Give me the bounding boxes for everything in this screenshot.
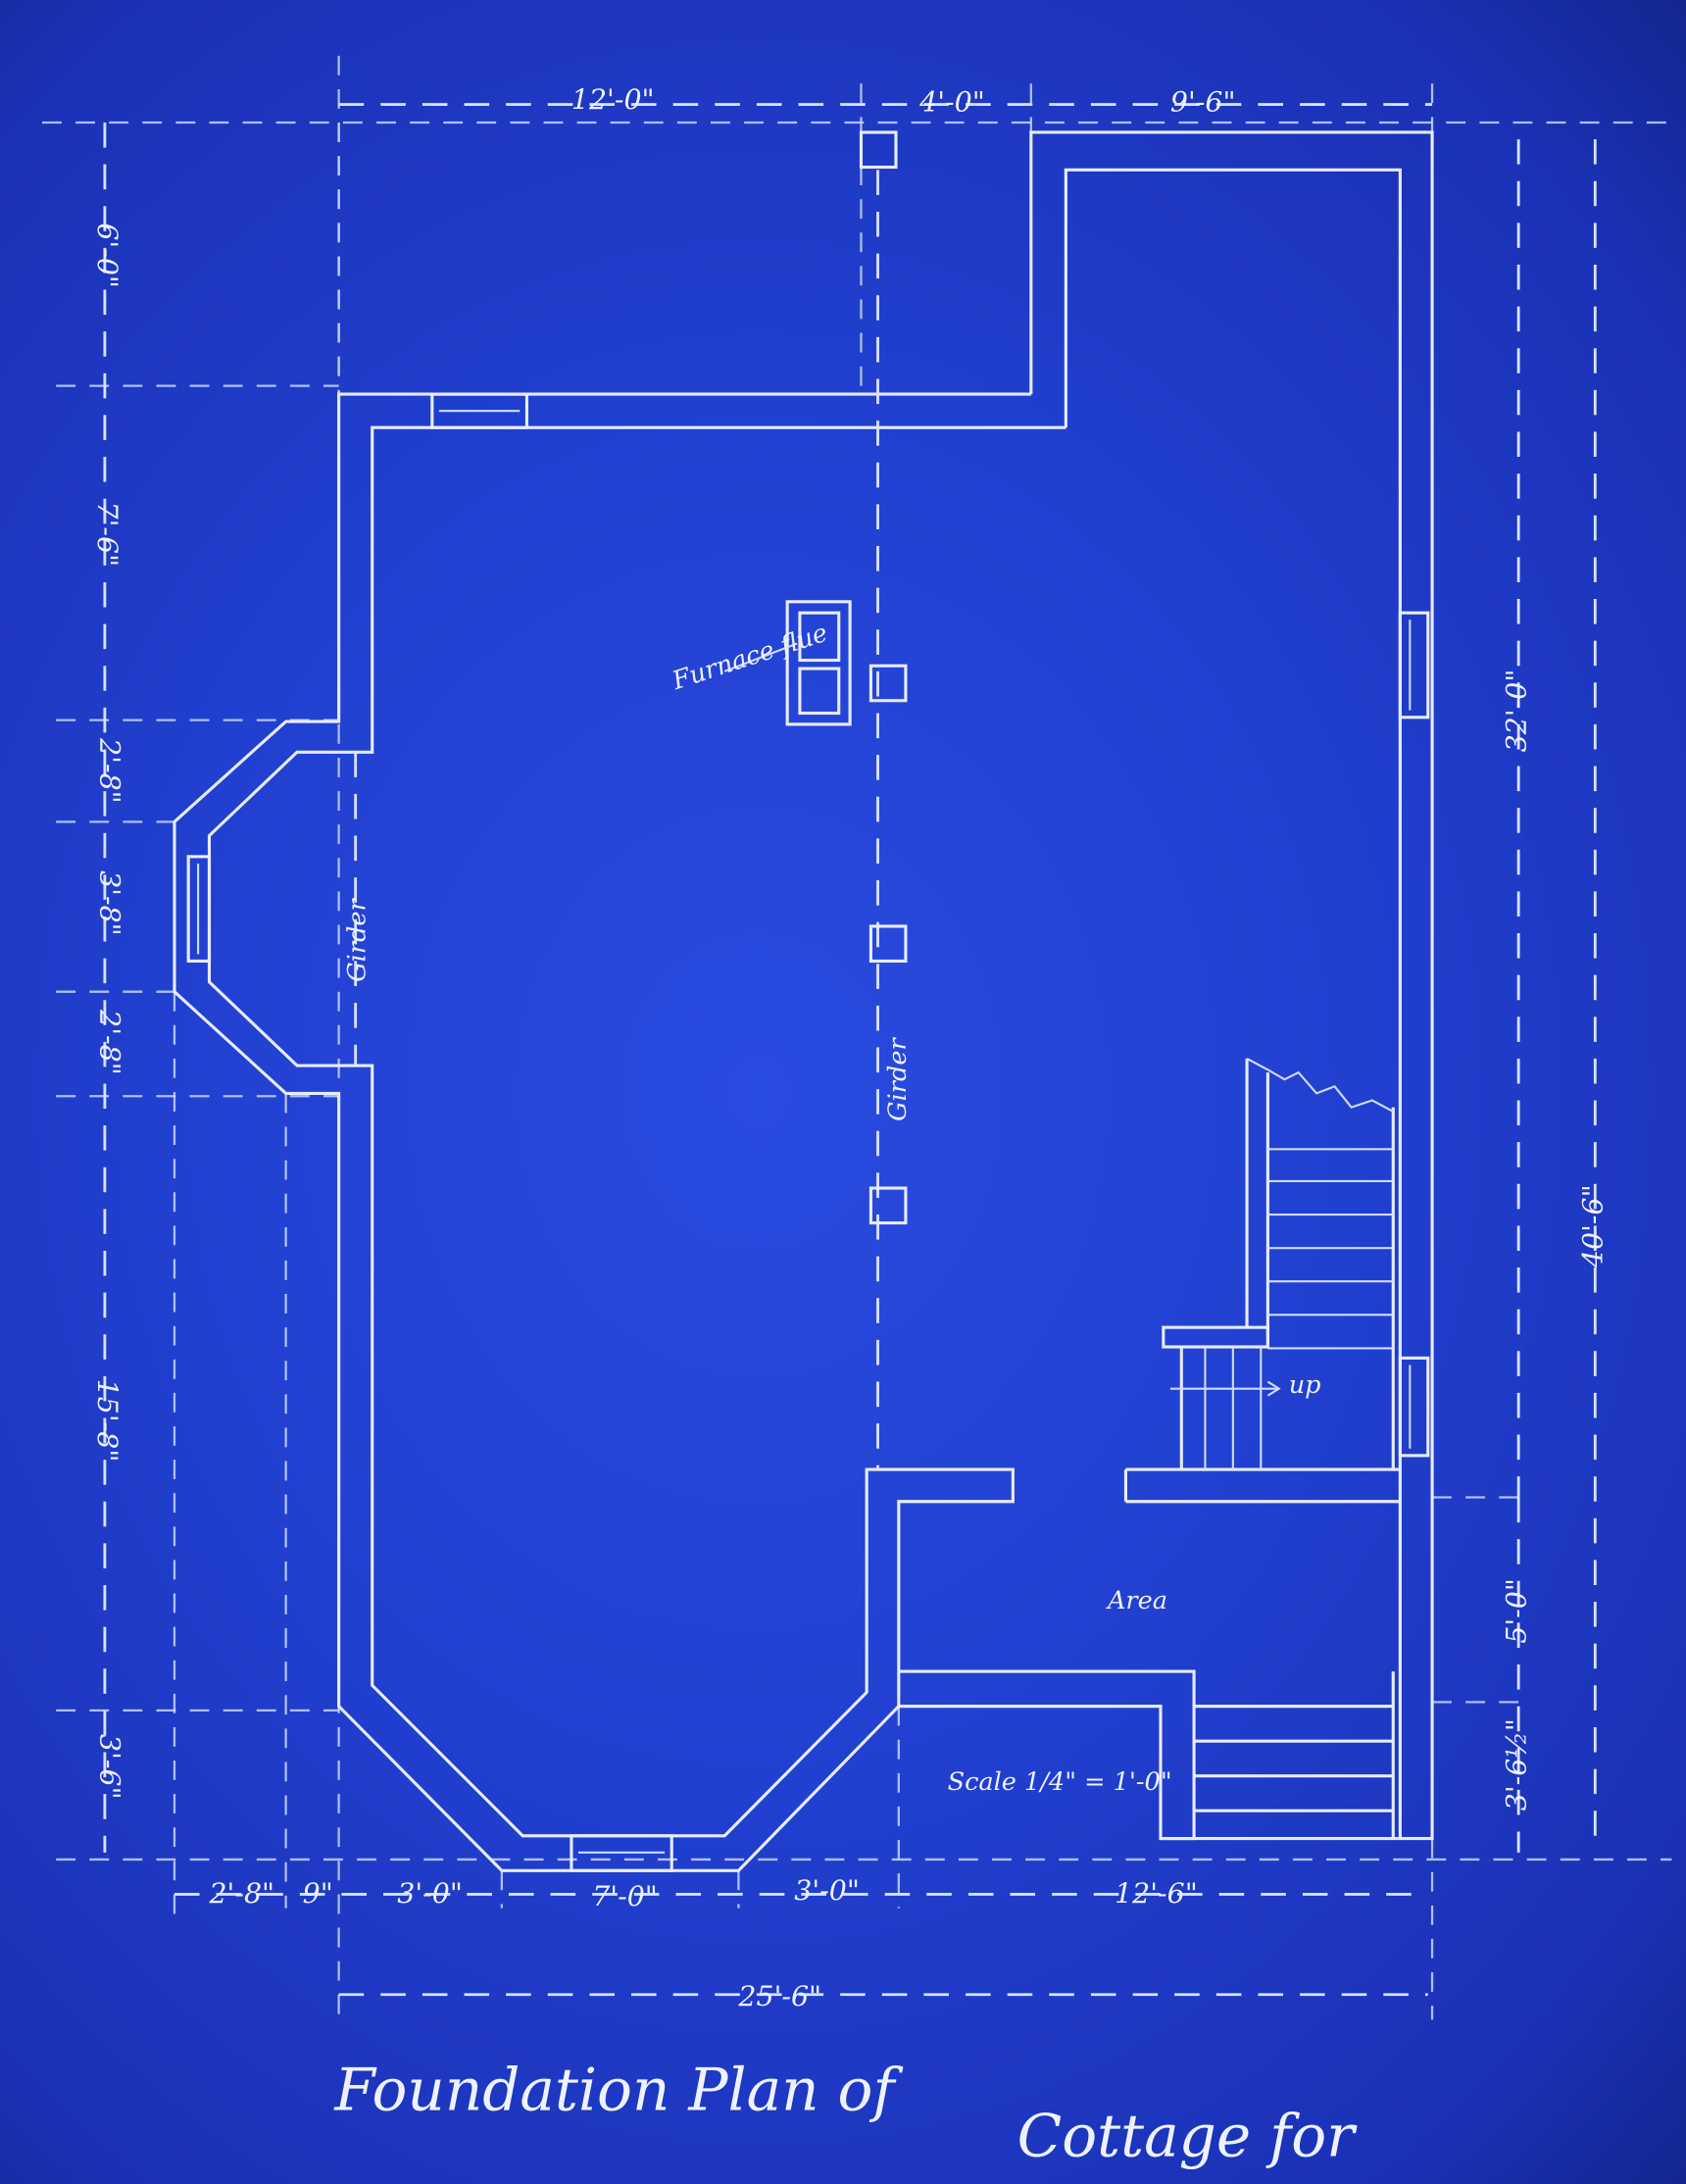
area-label: Area [1106, 1586, 1167, 1615]
dim-text: 7'-6" [91, 502, 124, 568]
pier [868, 664, 908, 703]
dim-text: 32'-0" [1500, 670, 1532, 753]
dim-text: 3'-0" [794, 1874, 860, 1907]
dim-text: 7'-0" [592, 1880, 658, 1912]
dim-text: 3'-6" [94, 1734, 126, 1800]
extension-lines [41, 55, 1672, 2020]
dim-text: 5'-0" [1500, 1578, 1532, 1644]
basement-stairs [1162, 1057, 1395, 1470]
drawing-title: Foundation Plan of [333, 2058, 903, 2125]
dim-text: 25'-6" [737, 1980, 821, 2012]
dim-text: 3'-6½" [1500, 1718, 1532, 1811]
dimension-lines [103, 103, 1597, 1997]
dim-text: 15'-8" [91, 1379, 124, 1463]
dim-text: 3'-8" [94, 870, 126, 936]
furnace-flue [723, 600, 852, 726]
dim-text: 9" [303, 1877, 333, 1910]
pier [868, 924, 908, 963]
dim-text: 12'-6" [1115, 1877, 1198, 1910]
windows [186, 392, 1430, 1872]
dim-text: 3'-0" [397, 1877, 463, 1910]
girder-label: Girder [883, 1037, 913, 1121]
dim-text: 6'-0" [91, 223, 124, 288]
dim-text: 2'-8" [208, 1877, 274, 1910]
foundation-walls [173, 130, 1434, 1872]
dimension-labels-top: 12'-0" 4'-0" 9'-6" [571, 83, 1236, 119]
dim-text: 9'-6" [1170, 86, 1236, 119]
dimension-labels-bottom: 2'-8" 9" 3'-0" 7'-0" 3'-0" 12'-6" 25'-6" [208, 1874, 1197, 2012]
pier [859, 130, 898, 170]
dim-text: 40'-6" [1576, 1184, 1609, 1268]
drawing-subtitle: Cottage for [1017, 2104, 1359, 2171]
furnace-flue-label: Furnace flue [668, 619, 831, 697]
dim-text: 12'-0" [571, 83, 655, 116]
girders [354, 130, 908, 1470]
scale-note: Scale 1/4" = 1'-0" [948, 1767, 1172, 1797]
dim-text: 4'-0" [918, 86, 985, 119]
dim-text: 2'-8" [94, 1009, 126, 1075]
up-label: up [1289, 1370, 1321, 1400]
dimension-labels-right: 32'-0" 5'-0" 3'-6½" 40'-6" [1500, 670, 1609, 1812]
girder-label: Girder [343, 897, 372, 981]
pier [868, 1186, 908, 1225]
dim-text: 2'-8" [94, 737, 126, 804]
dimension-labels-left: 6'-0" 7'-6" 2'-8" 3'-8" 2'-8" 15'-8" 3'-… [91, 223, 126, 1799]
